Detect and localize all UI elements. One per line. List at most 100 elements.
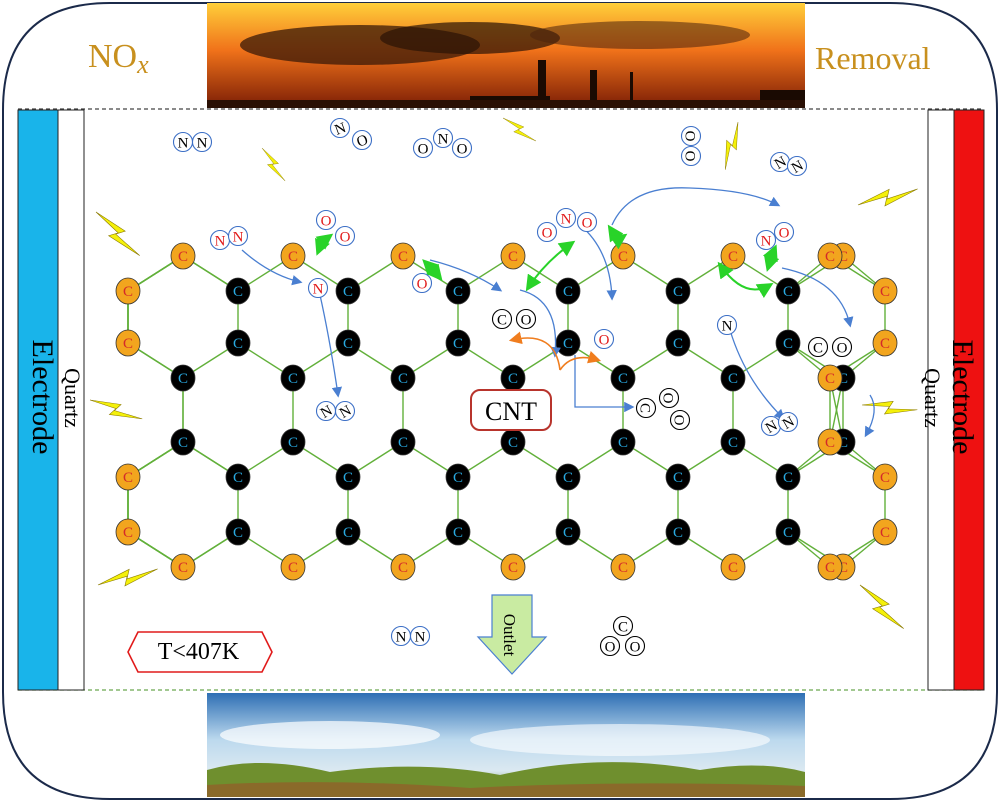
inner-carbon-atom: C (225, 277, 251, 305)
svg-text:O: O (542, 226, 553, 242)
edge-carbon-atom: C (610, 242, 636, 270)
outlet-arrow (476, 594, 548, 675)
no2-molecule-atom: N (432, 127, 454, 149)
no2-molecule-atom: O (412, 137, 434, 159)
carbon-atom-label: C (288, 371, 298, 387)
inner-carbon-atom: C (665, 277, 691, 305)
co-oxygen-atom: O (515, 308, 537, 330)
lightning-bolt-icon (97, 568, 158, 587)
carbon-atom-label: C (178, 249, 188, 265)
quartz-right (927, 109, 955, 691)
nitrogen-atom: N (769, 151, 791, 173)
co2-atom: O (624, 635, 646, 657)
carbon-atom-label: C (398, 371, 408, 387)
svg-text:N: N (313, 282, 324, 298)
carbon-atom-label: C (838, 560, 848, 576)
carbon-atom-label: C (825, 371, 835, 387)
carbon-atom-label: C (618, 249, 628, 265)
nitrogen-atom: N (716, 314, 738, 336)
inner-carbon-atom: C (500, 364, 526, 392)
co2-atom: C (635, 397, 657, 419)
svg-text:O: O (779, 226, 790, 242)
carbon-atom-label: C (728, 249, 738, 265)
svg-text:O: O (521, 313, 532, 329)
edge-carbon-atom: C (817, 364, 843, 392)
cnt-atoms: C C C C C C C C C C C C C C C C C C C C C C C C C C C C C C C C C C C C C C C C… (115, 242, 898, 581)
inner-carbon-atom: C (225, 518, 251, 546)
carbon-atom-label: C (783, 470, 793, 486)
carbon-atom-label: C (178, 435, 188, 451)
nitrogen-atom: N (172, 131, 194, 153)
carbon-atom-label: C (880, 470, 890, 486)
carbon-atom-label: C (618, 560, 628, 576)
edge-carbon-atom: C (115, 277, 141, 305)
carbon-atom-label: C (783, 284, 793, 300)
carbon-atom-label: C (880, 284, 890, 300)
carbon-atom-label: C (728, 435, 738, 451)
carbon-atom-label: C (398, 560, 408, 576)
svg-text:O: O (660, 393, 676, 404)
svg-text:O: O (417, 277, 428, 293)
nitrogen-atom: N (786, 155, 808, 177)
carbon-atom-label: C (398, 435, 408, 451)
edge-carbon-atom: C (170, 242, 196, 270)
inner-carbon-atom: C (555, 463, 581, 491)
lightning-bolt-icon (725, 121, 739, 170)
carbon-atom-label: C (783, 525, 793, 541)
carbon-atom-label: C (673, 336, 683, 352)
lightning-bolts (89, 117, 918, 629)
oxygen-atom-red: O (593, 328, 615, 350)
inner-carbon-atom: C (665, 518, 691, 546)
oxygen-atom-red: O (315, 209, 337, 231)
inner-carbon-atom: C (335, 329, 361, 357)
inner-carbon-atom: C (335, 518, 361, 546)
inner-carbon-atom: C (555, 518, 581, 546)
co2-atom: O (658, 387, 680, 409)
carbon-atom-label: C (618, 371, 628, 387)
carbon-atom-label: C (453, 284, 463, 300)
no-molecule-atom: O (351, 129, 373, 151)
co-carbon-atom: C (807, 336, 829, 358)
nitrogen-atom-red: N (227, 225, 249, 247)
svg-text:O: O (355, 132, 371, 151)
inner-carbon-atom: C (225, 463, 251, 491)
nitrogen-atom: N (334, 400, 356, 422)
svg-text:N: N (722, 319, 733, 335)
carbon-atom-label: C (508, 560, 518, 576)
svg-text:O: O (682, 131, 698, 142)
nitrogen-atom-red: N (209, 229, 231, 251)
svg-text:O: O (582, 216, 593, 232)
nitrogen-atom: N (409, 625, 431, 647)
edge-carbon-atom: C (390, 553, 416, 581)
svg-text:O: O (630, 640, 641, 656)
inner-carbon-atom: C (720, 428, 746, 456)
svg-text:C: C (813, 341, 823, 357)
carbon-atom-label: C (563, 336, 573, 352)
svg-text:N: N (561, 212, 572, 228)
carbon-atom-label: C (178, 371, 188, 387)
quartz-right-label: Quartz (920, 368, 945, 428)
carbon-atom-label: C (880, 336, 890, 352)
inner-carbon-atom: C (170, 428, 196, 456)
nox-subscript: x (137, 50, 149, 79)
electrode-right (953, 109, 985, 691)
carbon-atom-label: C (728, 371, 738, 387)
inner-carbon-atom: C (335, 277, 361, 305)
edge-carbon-atom: C (390, 242, 416, 270)
svg-text:O: O (682, 151, 698, 162)
svg-text:C: C (497, 313, 507, 329)
nitrogen-atom: N (390, 625, 412, 647)
edge-carbon-atom: C (500, 553, 526, 581)
outlet-label: Outlet (500, 613, 519, 657)
carbon-atom-label: C (618, 435, 628, 451)
carbon-atom-label: C (288, 560, 298, 576)
lightning-bolt-icon (859, 584, 904, 629)
oxygen-molecule-atom: O (680, 145, 702, 167)
inner-carbon-atom: C (225, 329, 251, 357)
inner-carbon-atom: C (610, 428, 636, 456)
carbon-atom-label: C (563, 525, 573, 541)
carbon-atom-label: C (880, 525, 890, 541)
carbon-atom-label: C (233, 470, 243, 486)
